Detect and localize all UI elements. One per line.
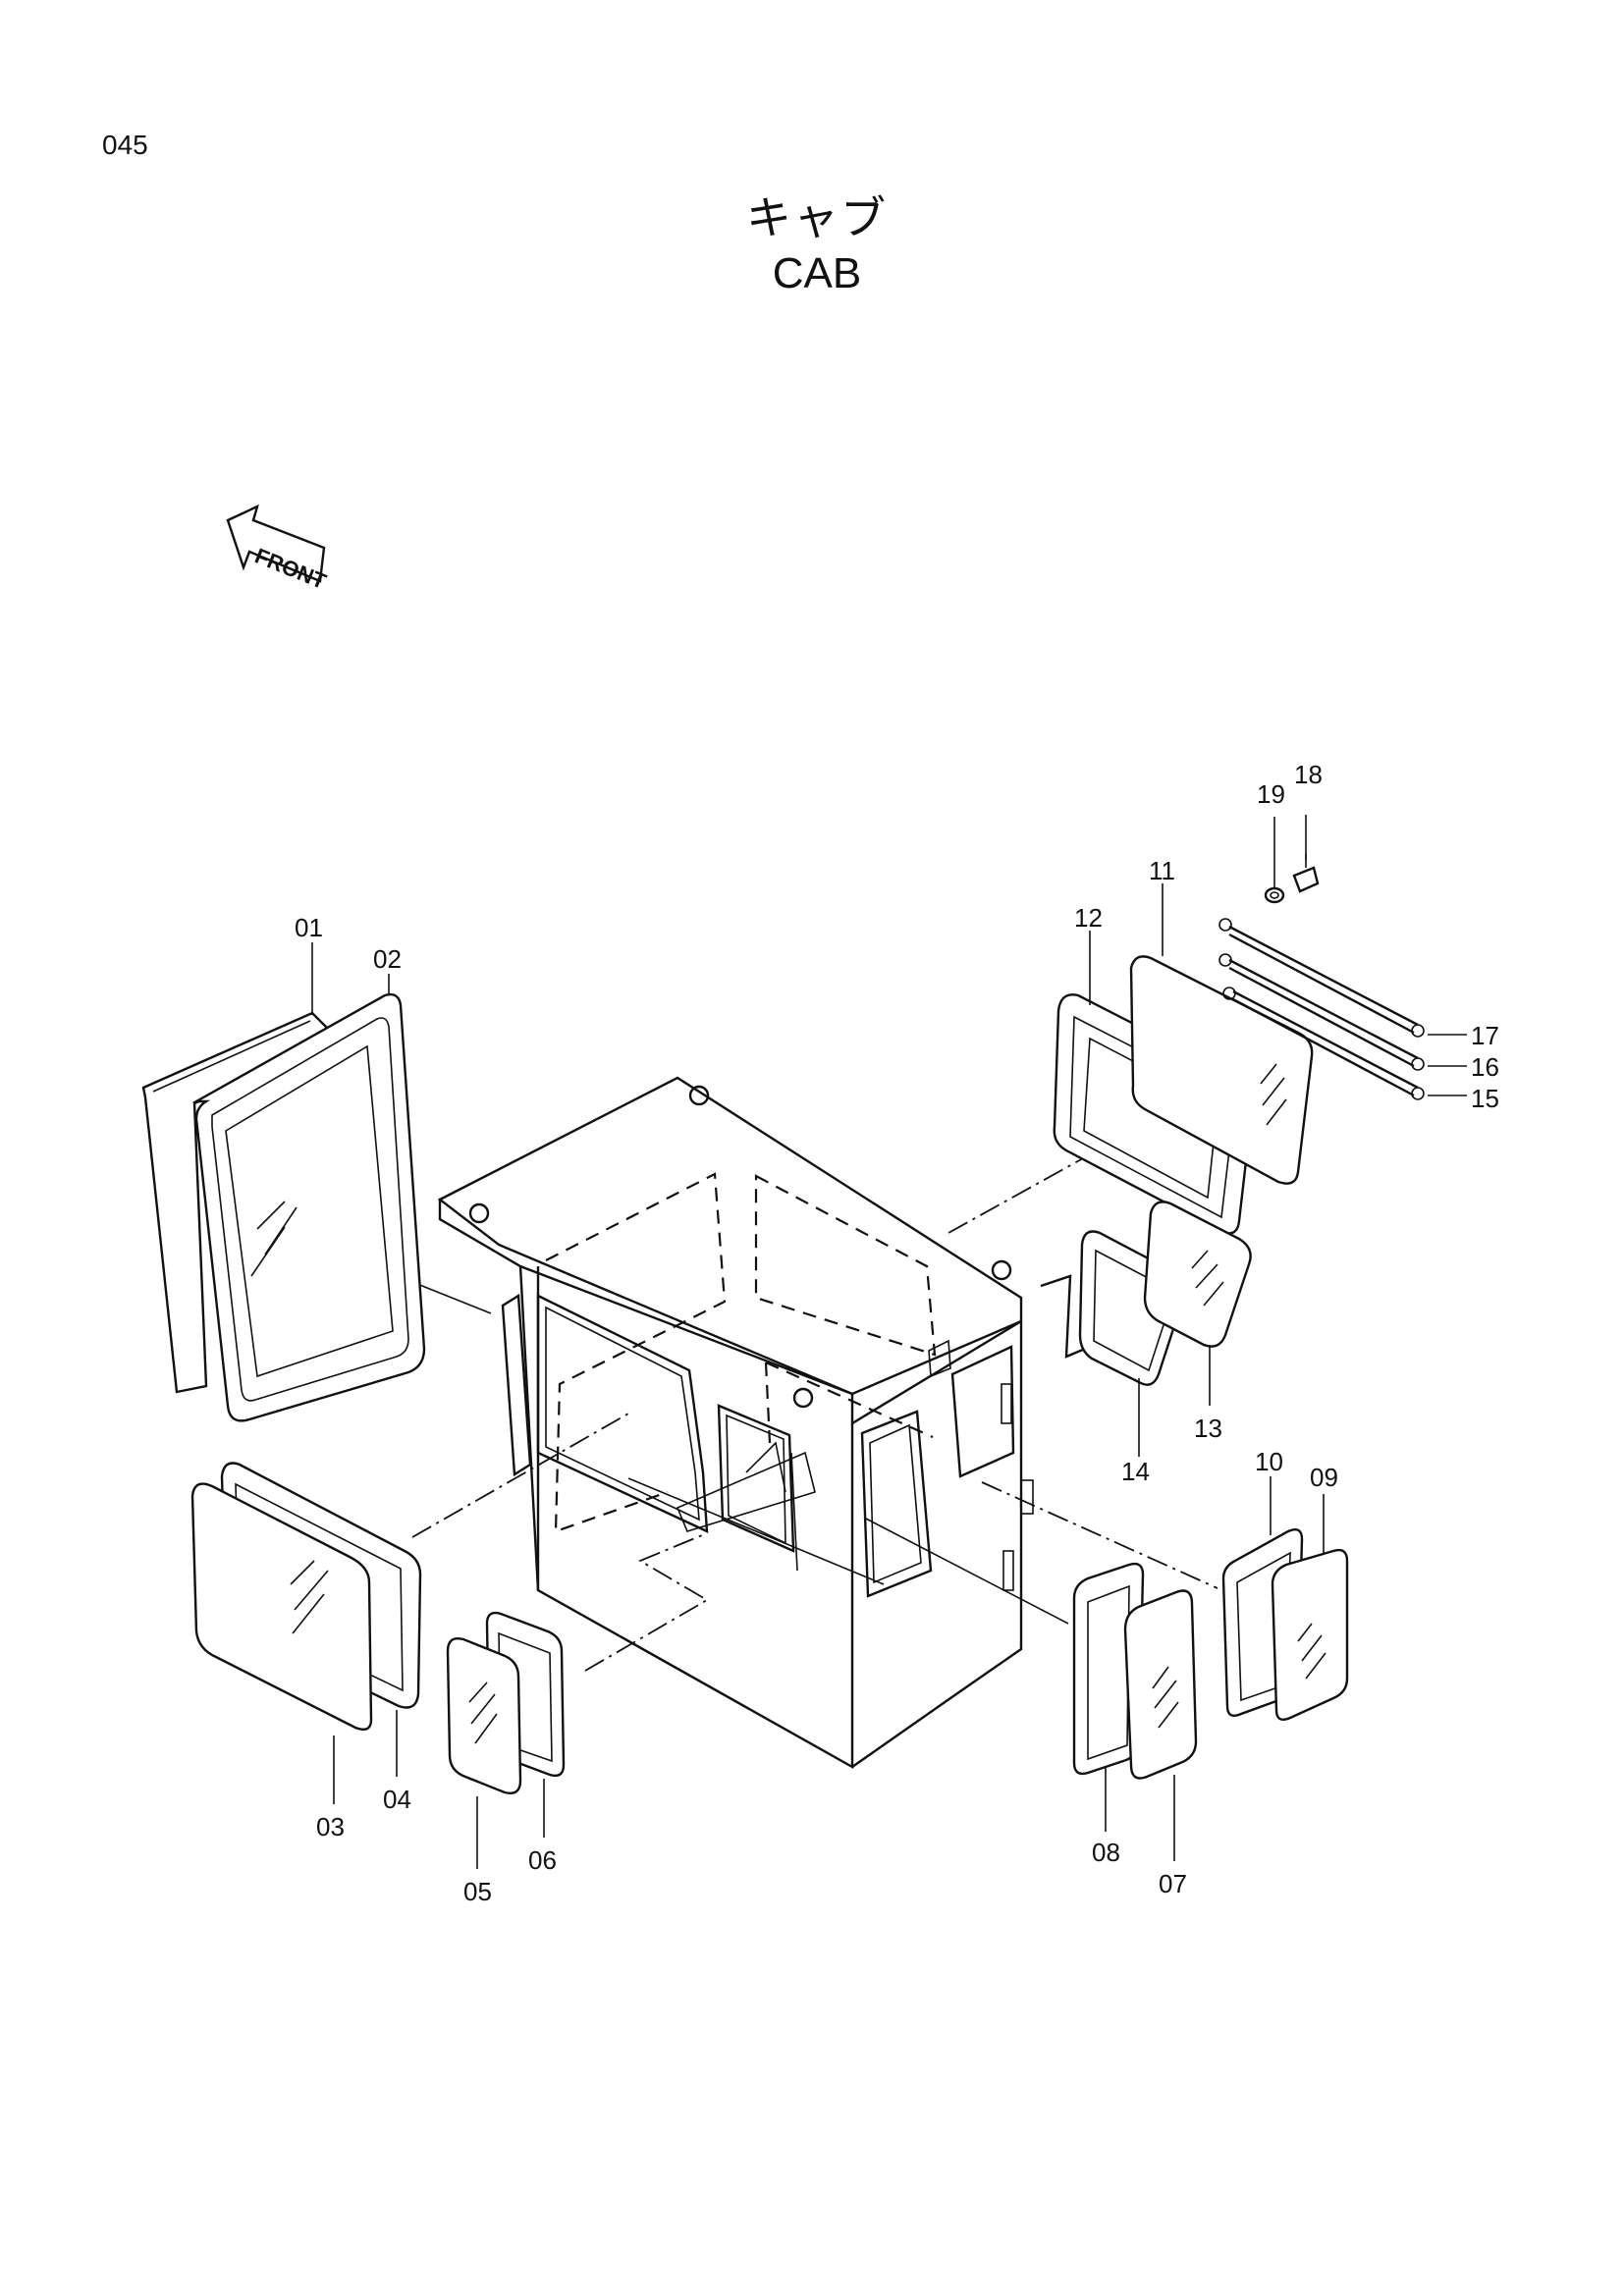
label-03: 03 — [316, 1812, 345, 1842]
label-06: 06 — [528, 1845, 557, 1875]
part-15-17-rods — [1218, 918, 1425, 1100]
label-02: 02 — [373, 944, 402, 974]
label-09: 09 — [1310, 1463, 1338, 1492]
label-17: 17 — [1471, 1021, 1499, 1050]
label-11: 11 — [1149, 856, 1175, 885]
part-number-labels: 01 02 03 04 05 06 07 08 09 10 11 12 13 1… — [295, 760, 1499, 1906]
part-03-glass — [190, 1482, 373, 1731]
label-05: 05 — [463, 1877, 492, 1906]
label-16: 16 — [1471, 1052, 1499, 1082]
part-05-glass — [446, 1637, 522, 1794]
label-12: 12 — [1074, 903, 1103, 933]
part-01-glass — [141, 1011, 345, 1394]
label-13: 13 — [1194, 1414, 1222, 1443]
label-01: 01 — [295, 913, 323, 942]
front-label: FRONT — [251, 543, 330, 594]
label-10: 10 — [1255, 1447, 1283, 1476]
label-leaders — [311, 815, 1467, 1869]
label-08: 08 — [1092, 1838, 1120, 1867]
cab-body — [437, 1076, 1034, 1770]
label-14: 14 — [1121, 1457, 1150, 1486]
label-04: 04 — [383, 1785, 411, 1814]
label-18: 18 — [1294, 760, 1323, 789]
label-07: 07 — [1159, 1869, 1187, 1898]
part-11-glass — [1129, 955, 1314, 1185]
label-19: 19 — [1257, 779, 1285, 809]
title-english: CAB — [772, 249, 862, 297]
part-02-seal — [191, 992, 426, 1422]
part-09-glass — [1271, 1548, 1349, 1721]
label-15: 15 — [1471, 1084, 1499, 1113]
part-13-glass — [1143, 1201, 1252, 1348]
page-code: 045 — [102, 130, 148, 160]
title-japanese: キャブ — [746, 191, 888, 244]
part-07-glass — [1123, 1589, 1198, 1780]
leader-lines — [382, 1122, 1218, 1672]
front-arrow-icon: FRONT — [226, 504, 330, 594]
part-19-washer — [1264, 886, 1285, 904]
